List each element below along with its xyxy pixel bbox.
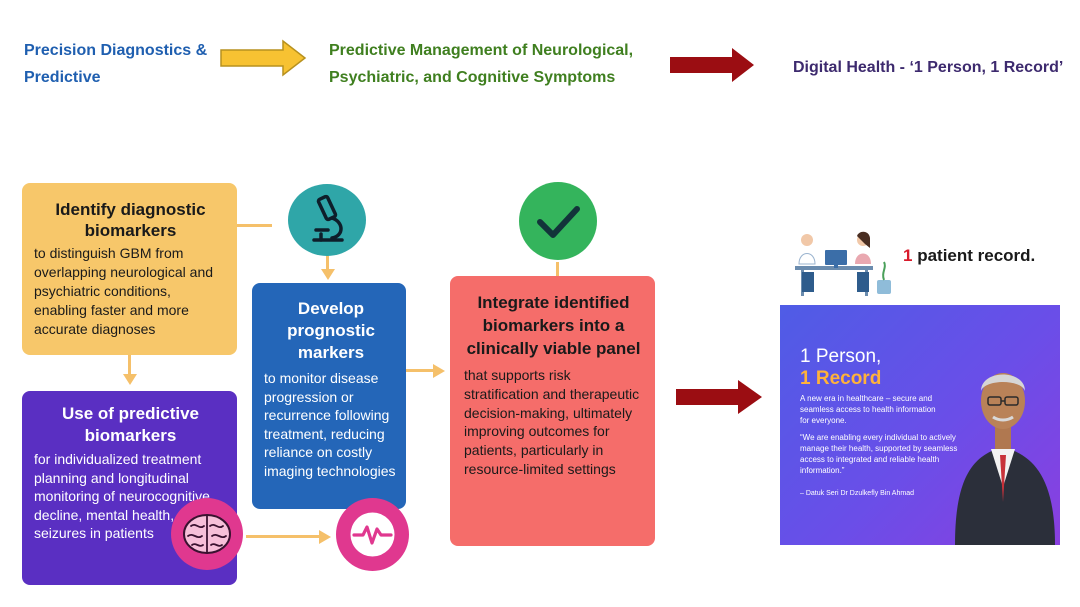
promo-title-line2: 1 Record — [800, 368, 882, 389]
header-precision-diagnostics: Precision Diagnostics & Predictive — [24, 42, 208, 86]
predictive-biomarkers-title: Use of predictive biomarkers — [62, 404, 199, 445]
microscope-icon — [288, 184, 366, 256]
promo-title-line1: 1 Person, — [800, 346, 882, 367]
integrate-panel-body: that supports risk stratification and th… — [464, 367, 640, 477]
one-person-one-record-panel: 1 Person, 1 Record A new era in healthca… — [780, 305, 1060, 545]
patient-record-text: patient record. — [917, 246, 1036, 265]
connector-line — [236, 224, 272, 227]
prognostic-markers-title: Develop prognostic markers — [287, 299, 375, 362]
yellow-arrow-icon — [220, 39, 307, 77]
prognostic-markers-box: Develop prognostic markers to monitor di… — [252, 283, 406, 509]
prognostic-markers-body: to monitor disease progression or recurr… — [264, 370, 396, 479]
promo-subtitle: A new era in healthcare – secure and sea… — [800, 394, 936, 425]
right-arrowhead-icon — [433, 364, 445, 378]
header-digital-health: Digital Health - ‘1 Person, 1 Record’ — [793, 59, 1064, 76]
doctor-patient-illustration — [795, 231, 891, 296]
connector-line — [326, 250, 329, 272]
promo-quote: “We are enabling every individual to act… — [800, 433, 958, 475]
predictive-biomarkers-body: for individualized treatment planning an… — [34, 451, 210, 541]
heartbeat-icon — [336, 498, 409, 571]
down-arrowhead-icon — [123, 374, 137, 385]
connector-line — [246, 535, 322, 538]
identify-biomarkers-title: Identify diagnostic biomarkers — [55, 200, 206, 240]
integrate-panel-title: Integrate identified biomarkers into a c… — [466, 293, 641, 358]
connector-line — [556, 262, 559, 278]
minister-portrait — [955, 373, 1055, 545]
dark-red-arrow-icon — [670, 48, 754, 82]
brain-icon — [171, 498, 243, 570]
identify-biomarkers-body: to distinguish GBM from overlapping neur… — [34, 245, 214, 337]
connector-line — [406, 369, 436, 372]
checkmark-icon — [519, 182, 597, 260]
patient-record-number: 1 — [903, 246, 913, 265]
right-arrowhead-icon — [319, 530, 331, 544]
down-arrowhead-icon — [321, 269, 335, 280]
patient-record-caption: 1 patient record. — [903, 246, 1035, 266]
identify-biomarkers-box: Identify diagnostic biomarkers to distin… — [22, 183, 237, 355]
integrate-panel-box: Integrate identified biomarkers into a c… — [450, 276, 655, 546]
header-predictive-management: Predictive Management of Neurological, P… — [329, 42, 634, 86]
promo-attribution: – Datuk Seri Dr Dzulkefly Bin Ahmad — [800, 490, 914, 497]
connector-line — [128, 355, 131, 377]
dark-red-arrow-icon — [676, 380, 762, 414]
